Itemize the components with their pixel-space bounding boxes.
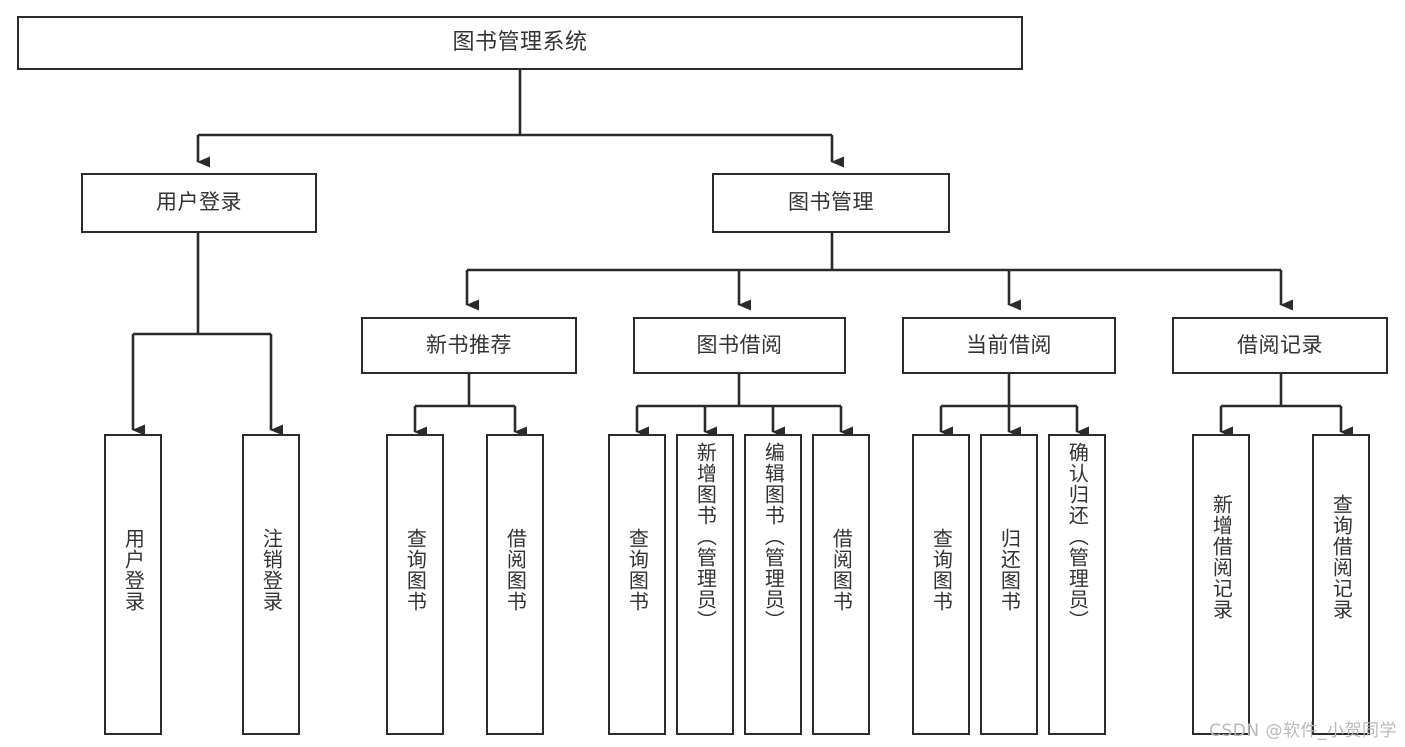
node-label: 图书管理系统 — [452, 29, 588, 55]
node-book-management[interactable]: 图书管理 — [712, 173, 950, 233]
node-label: 查询图书 — [929, 528, 954, 612]
node-label: 新增借阅记录 — [1209, 494, 1234, 620]
node-label: 编辑图书（管理员） — [761, 442, 786, 631]
node-label: 借阅图书 — [829, 528, 854, 612]
leaf-new-book-borrow[interactable]: 借阅图书 — [486, 434, 544, 735]
leaf-current-borrow-confirm-return[interactable]: 确认归还（管理员） — [1048, 434, 1106, 735]
leaf-user-login-login[interactable]: 用户登录 — [104, 434, 162, 735]
node-label: 新书推荐 — [426, 332, 512, 357]
leaf-user-login-logout[interactable]: 注销登录 — [242, 434, 300, 735]
node-label: 归还图书 — [997, 528, 1022, 612]
node-borrow-record[interactable]: 借阅记录 — [1172, 317, 1388, 374]
csdn-watermark: CSDN @软件_小贺同学 — [1209, 721, 1397, 741]
node-label: 新增图书（管理员） — [693, 442, 718, 631]
node-label: 注销登录 — [259, 528, 284, 612]
leaf-borrow-record-add[interactable]: 新增借阅记录 — [1192, 434, 1250, 735]
node-label: 查询借阅记录 — [1329, 494, 1354, 620]
node-current-borrow[interactable]: 当前借阅 — [902, 317, 1116, 374]
node-label: 用户登录 — [121, 528, 146, 612]
node-label: 用户登录 — [156, 190, 242, 215]
node-label: 图书管理 — [788, 190, 874, 215]
node-book-borrow[interactable]: 图书借阅 — [633, 317, 846, 374]
node-user-login[interactable]: 用户登录 — [81, 173, 317, 233]
node-root-system[interactable]: 图书管理系统 — [17, 16, 1023, 70]
leaf-borrow-record-query[interactable]: 查询借阅记录 — [1312, 434, 1370, 735]
leaf-book-borrow-add[interactable]: 新增图书（管理员） — [676, 434, 734, 735]
node-label: 查询图书 — [403, 528, 428, 612]
node-label: 查询图书 — [625, 528, 650, 612]
leaf-book-borrow-edit[interactable]: 编辑图书（管理员） — [744, 434, 802, 735]
node-label: 确认归还（管理员） — [1065, 442, 1090, 631]
leaf-book-borrow-borrow[interactable]: 借阅图书 — [812, 434, 870, 735]
leaf-book-borrow-query[interactable]: 查询图书 — [608, 434, 666, 735]
leaf-current-borrow-query[interactable]: 查询图书 — [912, 434, 970, 735]
node-label: 借阅图书 — [503, 528, 528, 612]
node-label: 当前借阅 — [966, 332, 1052, 357]
leaf-new-book-query[interactable]: 查询图书 — [386, 434, 444, 735]
leaf-current-borrow-return[interactable]: 归还图书 — [980, 434, 1038, 735]
node-new-book-recommend[interactable]: 新书推荐 — [361, 317, 577, 374]
node-label: 图书借阅 — [696, 332, 783, 357]
node-label: 借阅记录 — [1237, 332, 1323, 357]
